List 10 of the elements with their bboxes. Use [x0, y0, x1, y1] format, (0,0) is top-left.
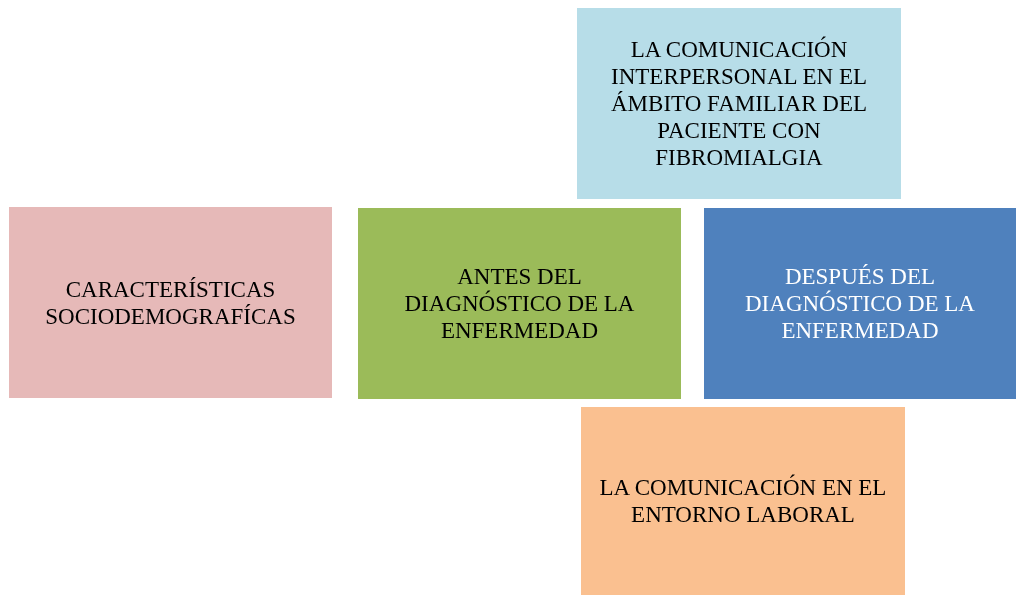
topic-label: DESPUÉS DEL DIAGNÓSTICO DE LA ENFERMEDAD	[744, 263, 976, 344]
topic-box	[704, 208, 1016, 399]
topic-box	[358, 208, 681, 399]
topic-label: ANTES DEL DIAGNÓSTICO DE LA ENFERMEDAD	[403, 263, 636, 344]
topic-label: LA COMUNICACIÓN INTERPERSONAL EN EL ÁMBITO FAMILIAR DEL PACIENTE CON FIBROMIALGIA	[610, 36, 868, 171]
topic-box	[577, 8, 901, 199]
topic-label: CARACTERÍSTICAS SOCIODEMOGRAFÍCAS	[44, 275, 297, 330]
topic-box	[9, 207, 332, 398]
topic-box	[581, 407, 905, 595]
topic-label: LA COMUNICACIÓN EN EL ENTORNO LABORAL	[598, 474, 888, 528]
